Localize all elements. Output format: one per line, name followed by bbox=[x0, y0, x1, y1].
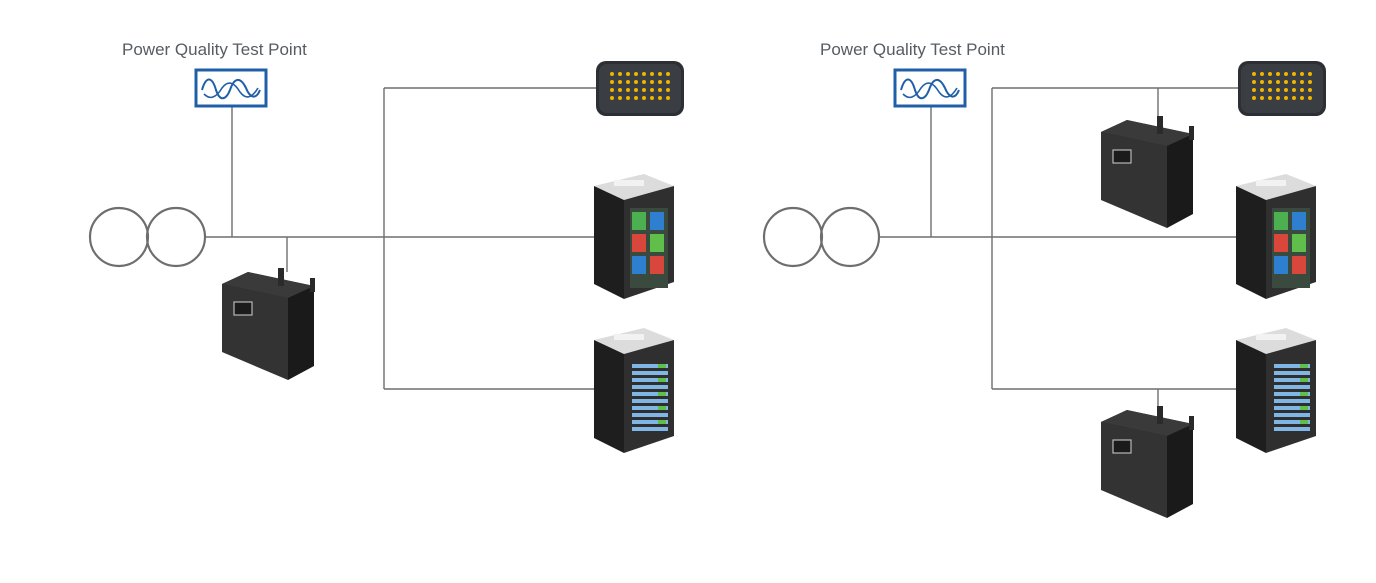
active-harmonic-filter-icon bbox=[221, 267, 316, 381]
transformer-icon bbox=[762, 206, 881, 268]
network-rack-icon bbox=[1236, 328, 1316, 453]
power-quality-meter-icon bbox=[893, 68, 967, 108]
power-quality-meter-icon bbox=[194, 68, 268, 108]
led-lighting-panel-icon bbox=[596, 61, 684, 116]
server-rack-icon bbox=[1236, 174, 1316, 299]
transformer-icon bbox=[88, 206, 207, 268]
active-harmonic-filter-icon bbox=[1100, 405, 1195, 519]
wiring-left bbox=[204, 87, 596, 390]
test-point-label-right: Power Quality Test Point bbox=[820, 40, 1005, 59]
led-lighting-panel-icon bbox=[1238, 61, 1326, 116]
server-rack-icon bbox=[594, 174, 674, 299]
active-harmonic-filter-icon bbox=[1100, 115, 1195, 229]
network-rack-icon bbox=[594, 328, 674, 453]
wiring-right bbox=[878, 87, 1238, 412]
test-point-label-left: Power Quality Test Point bbox=[122, 40, 307, 59]
